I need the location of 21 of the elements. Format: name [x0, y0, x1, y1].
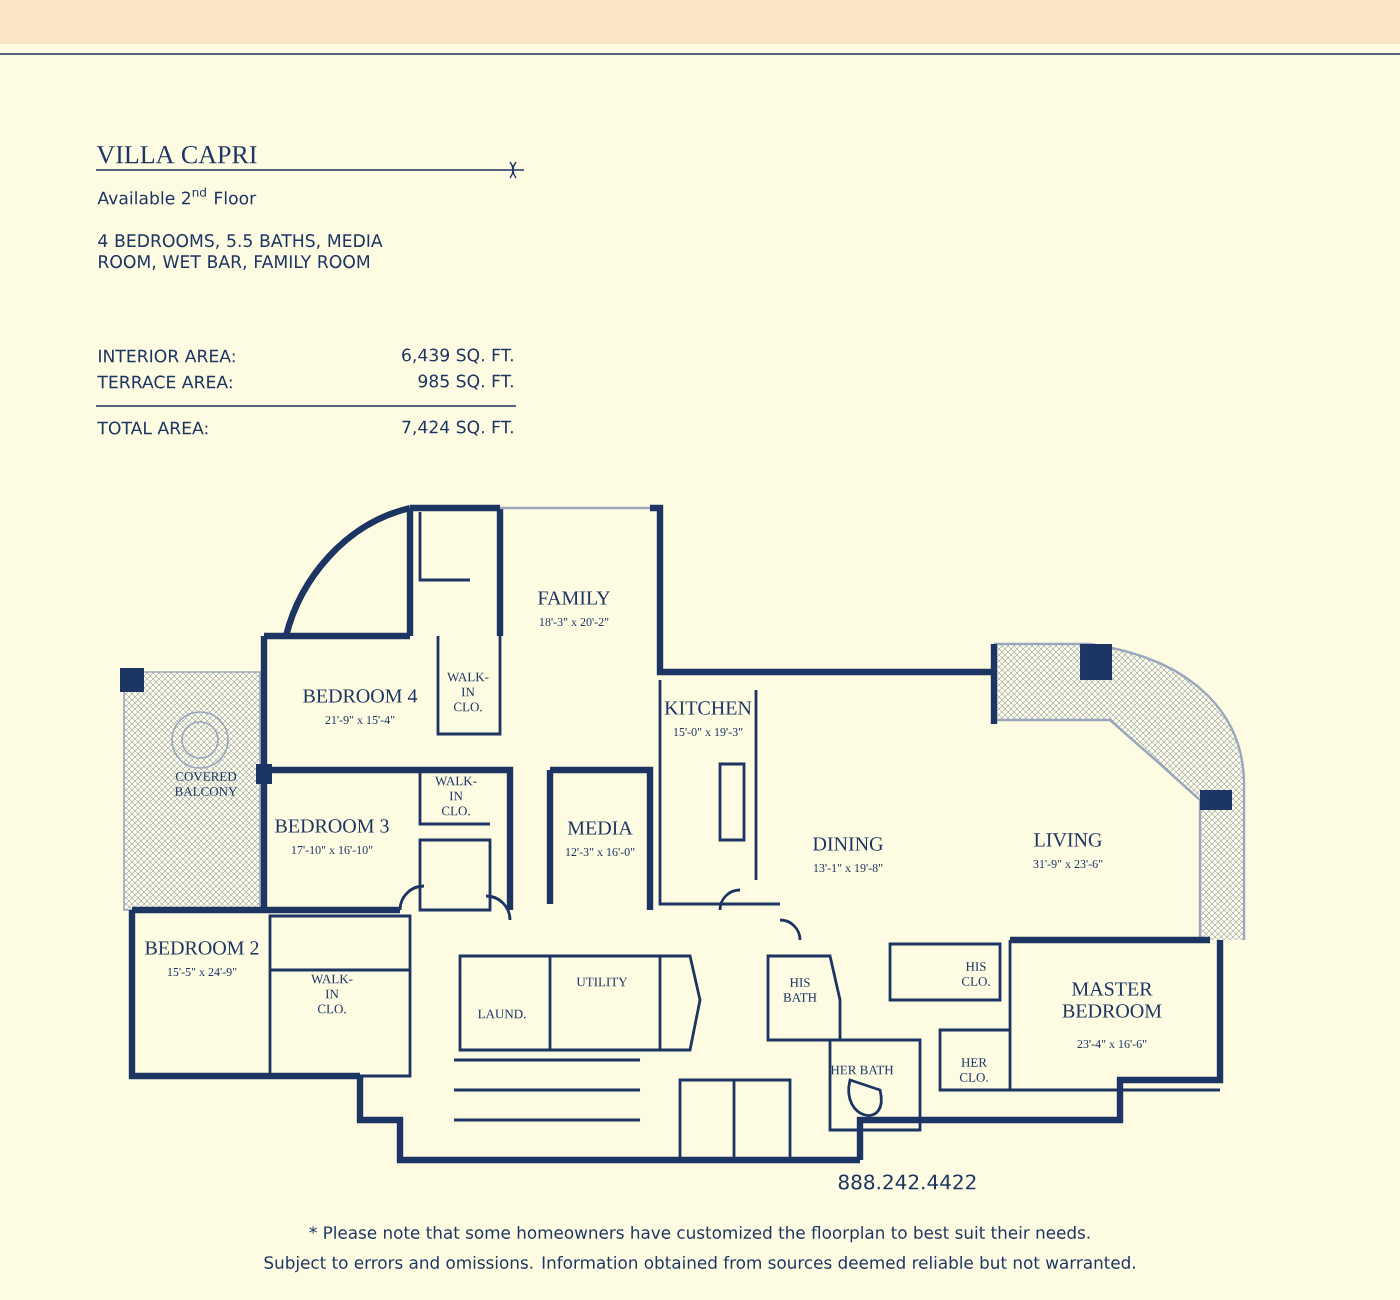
room-label: DINING: [813, 837, 883, 851]
room-label: BEDROOM 4: [303, 689, 418, 703]
info-text: TERRACE AREA:: [97, 375, 232, 389]
room-label: FAMILY: [538, 591, 611, 605]
room-label: BEDROOM 2: [145, 941, 259, 955]
phone-number: 888.242.4422: [838, 1174, 976, 1190]
info-text: 4 BEDROOMS, 5.5 BATHS, MEDIA ROOM, WET BAR, FAMILY ROOM: [98, 234, 383, 270]
title: VILLA CAPRI: [96, 146, 257, 164]
room-label: BEDROOM 3: [275, 819, 389, 833]
info-text: Available 2$^{nd}$ Floor: [97, 187, 257, 205]
room-label: LIVING: [1034, 833, 1102, 847]
room-label: MEDIA: [567, 821, 633, 835]
footnote: * Please note that some homeowners have customized the floorplan to best suit their needs.: [309, 1225, 1090, 1243]
info-text: 6,439 SQ. FT.: [402, 348, 513, 364]
room-label: KITCHEN: [664, 701, 752, 715]
footnote: Subject to errors and omissions. Information obtained from sources deemed reliable but not warranted.: [264, 1255, 1135, 1273]
info-text: INTERIOR AREA:: [99, 349, 235, 363]
info-text: 7,424 SQ. FT.: [402, 420, 513, 436]
info-text: TOTAL AREA:: [97, 421, 208, 435]
room-label: MASTER BEDROOM: [1062, 982, 1162, 1018]
info-text: 985 SQ. FT.: [418, 374, 513, 390]
